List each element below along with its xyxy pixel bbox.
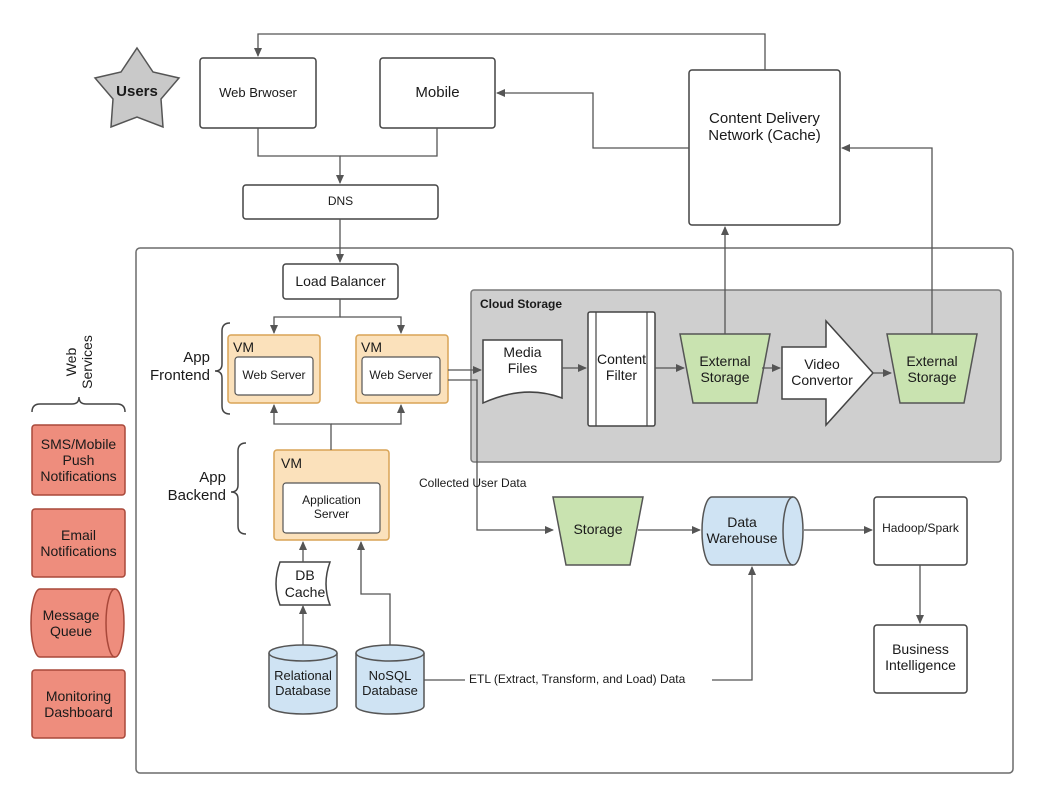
nosql-to-app-arrow — [357, 541, 391, 645]
business-intelligence-box — [873, 624, 968, 694]
monitoring-dashboard-label: Monitoring Dashboard — [44, 687, 113, 720]
dns-label: DNS — [327, 194, 354, 209]
email-notifications-box — [31, 508, 126, 578]
web-services-brace — [31, 396, 126, 413]
external-storage-2-shape — [886, 333, 978, 404]
web-services-title: Web Services — [62, 335, 95, 389]
hadoop-spark-label: Hadoop/Spark — [882, 521, 959, 536]
app-frontend-label: App Frontend — [149, 349, 210, 384]
lb-to-vm2-arrow — [340, 316, 405, 334]
users-star — [93, 46, 181, 129]
load-balancer-label: Load Balancer — [295, 273, 386, 290]
video-convertor-label: Video Convertor — [791, 355, 853, 388]
sms-push-label: SMS/Mobile Push Notifications — [40, 435, 117, 485]
nosql-db-shape — [355, 653, 425, 715]
web-browser-label: Web Brwoser — [219, 84, 297, 100]
ext2-to-cdn-arrow — [841, 144, 933, 334]
web-server-1-box — [234, 356, 314, 396]
lb-to-vm1-arrow — [270, 299, 341, 334]
data-warehouse-label: Data Warehouse — [706, 513, 778, 546]
media-files-shape — [482, 339, 563, 405]
etl-label: ETL (Extract, Transform, and Load) Data — [469, 672, 686, 686]
email-notifications-label: Email Notifications — [40, 526, 117, 559]
relational-db-top — [268, 644, 338, 662]
cdn-to-mobile-arrow — [496, 89, 689, 149]
relational-db-shape — [268, 653, 338, 715]
data-warehouse-cap — [782, 496, 794, 566]
cdn-to-browser-arrow — [254, 33, 766, 70]
web-server-2-label: Web Server — [369, 368, 433, 383]
nosql-db-label: NoSQL Database — [362, 668, 418, 698]
external-storage-2-label: External Storage — [906, 352, 958, 385]
storage-label: Storage — [573, 520, 623, 537]
message-queue-label: Message Queue — [42, 606, 100, 639]
backend-to-vm1-arrow — [270, 404, 332, 450]
mobile-to-dns-line — [340, 128, 438, 157]
message-queue-cap — [105, 588, 116, 658]
vm2-to-storage-arrow — [448, 379, 554, 534]
backend-to-vm2-arrow — [331, 404, 405, 425]
business-intelligence-label: Business Intelligence — [885, 640, 956, 673]
web-server-2-box — [361, 356, 441, 396]
cdn-label: Content Delivery Network (Cache) — [708, 110, 821, 145]
application-server-box — [282, 482, 381, 534]
media-files-label: Media Files — [503, 343, 542, 376]
frontend-brace — [214, 322, 231, 415]
vm-backend-label: VM — [281, 455, 302, 471]
relational-db-label: Relational Database — [274, 668, 332, 698]
monitoring-dashboard-box — [31, 669, 126, 739]
users-label: Users — [116, 83, 158, 101]
db-cache-label: DB Cache — [284, 567, 326, 600]
cloud-storage-title: Cloud Storage — [480, 297, 563, 311]
storage-shape — [552, 496, 644, 566]
browser-to-dns-arrow — [257, 128, 344, 184]
nosql-db-top — [355, 644, 425, 662]
content-filter-label: Content Filter — [596, 350, 647, 383]
etl-to-warehouse-arrow-2 — [712, 566, 756, 681]
sms-push-box — [31, 424, 126, 496]
external-storage-1-label: External Storage — [699, 352, 751, 385]
video-convertor-shape — [781, 319, 875, 427]
connectors — [254, 33, 933, 681]
content-filter-shape — [587, 311, 656, 427]
cloud-boundary — [135, 247, 1014, 774]
vm-frontend-1-label: VM — [233, 339, 254, 355]
app-backend-label: App Backend — [167, 469, 226, 504]
collected-user-data-label: Collected User Data — [419, 476, 527, 490]
db-cache-shape — [275, 561, 332, 606]
backend-brace — [230, 442, 247, 535]
web-server-1-label: Web Server — [242, 368, 306, 383]
mobile-label: Mobile — [415, 84, 460, 102]
application-server-label: Application Server — [302, 493, 361, 521]
external-storage-1-shape — [679, 333, 771, 404]
vm-frontend-2-label: VM — [361, 339, 382, 355]
